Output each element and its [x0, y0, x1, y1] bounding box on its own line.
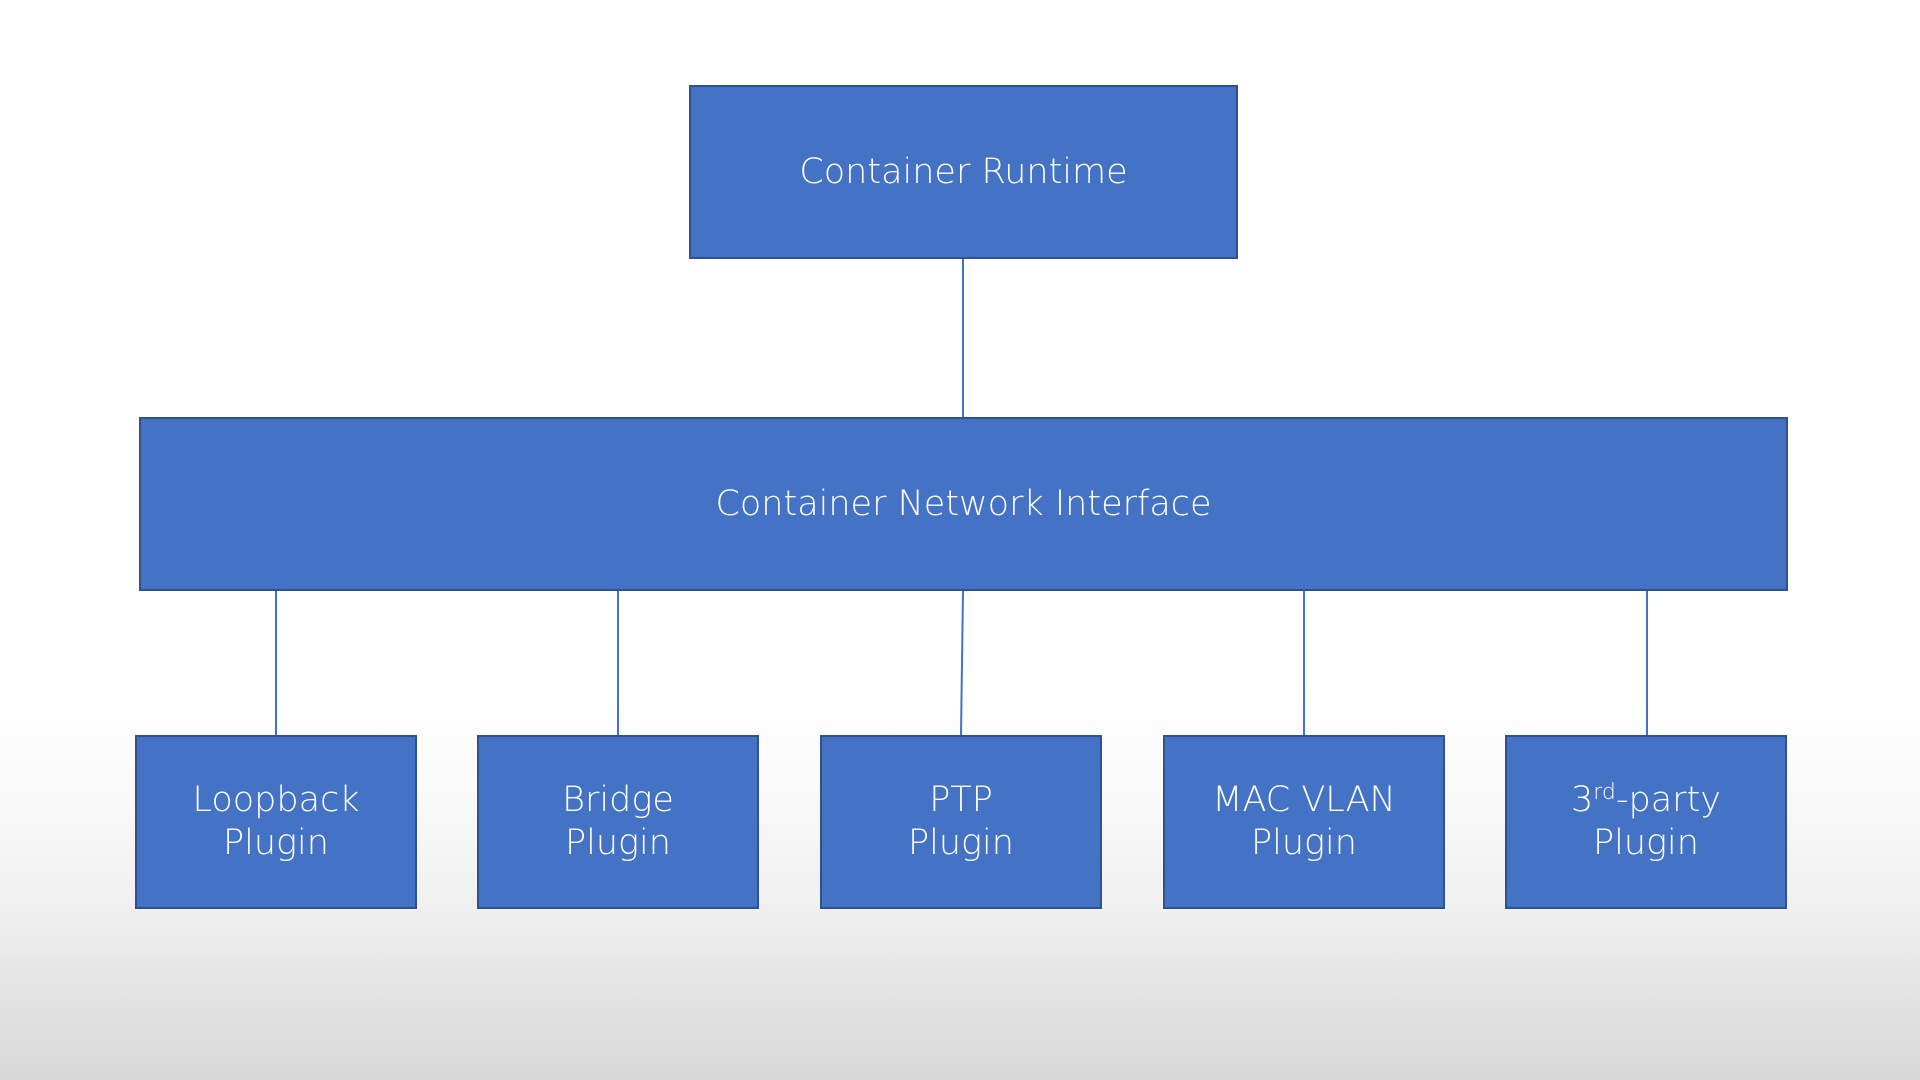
plugin-suffix: Plugin [223, 823, 329, 863]
plugin-suffix: Plugin [1593, 823, 1699, 863]
third-party-plugin-box: 3rd-party Plugin [1505, 735, 1787, 909]
connector-to-ptp-plugin [960, 590, 964, 736]
plugin-name: Loopback [192, 780, 360, 820]
container-network-interface-label: Container Network Interface [715, 484, 1212, 524]
plugin-name: MAC VLAN [1212, 780, 1396, 820]
macvlan-plugin-box: MAC VLAN Plugin [1163, 735, 1445, 909]
ptp-plugin-box: PTP Plugin [820, 735, 1102, 909]
bridge-plugin-box: Bridge Plugin [477, 735, 759, 909]
plugin-name: PTP [929, 780, 993, 820]
container-network-interface-box: Container Network Interface [139, 417, 1788, 591]
plugin-suffix: Plugin [908, 823, 1014, 863]
container-runtime-box: Container Runtime [689, 85, 1238, 259]
loopback-plugin-box: Loopback Plugin [135, 735, 417, 909]
plugin-name-superscript: rd [1593, 780, 1616, 805]
plugin-name: Bridge [562, 780, 674, 820]
plugin-name: 3rd-party [1571, 779, 1721, 822]
plugin-suffix: Plugin [565, 823, 671, 863]
plugin-name-suffix: -party [1615, 780, 1722, 820]
container-runtime-label: Container Runtime [799, 152, 1128, 192]
plugin-suffix: Plugin [1251, 823, 1357, 863]
plugin-name-prefix: 3 [1570, 780, 1594, 820]
